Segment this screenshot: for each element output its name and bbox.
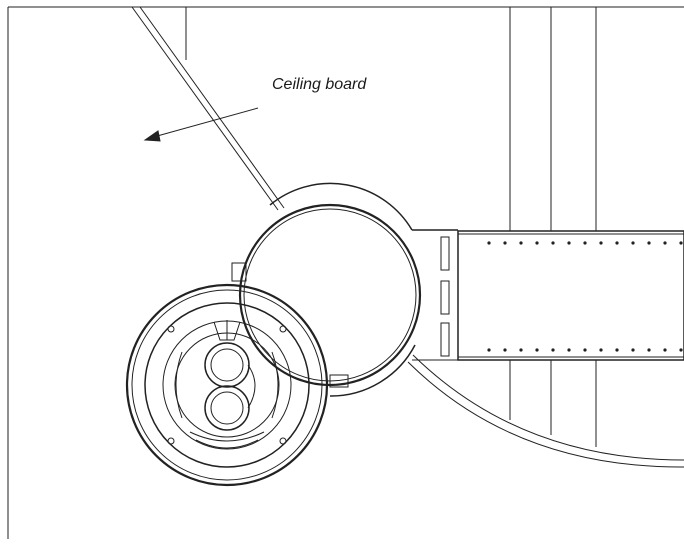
rail-hole: [503, 348, 507, 352]
rail-hole: [551, 348, 555, 352]
frame: [7, 6, 684, 539]
rail-hole: [663, 241, 667, 245]
rail-hole: [631, 241, 635, 245]
rail-hole: [599, 348, 603, 352]
pointer-arrow: [143, 107, 259, 142]
rail-hole: [663, 348, 667, 352]
rail-hole: [519, 348, 523, 352]
rail-hole: [679, 241, 683, 245]
rail-hole: [567, 348, 571, 352]
rail-hole: [567, 241, 571, 245]
rail-hole: [487, 241, 491, 245]
ceiling-joists: [185, 7, 597, 447]
rail-hole: [535, 241, 539, 245]
bracket-rail: [440, 230, 684, 361]
ceiling-board-label: Ceiling board: [272, 76, 367, 93]
rail-hole: [503, 241, 507, 245]
rail-holes: [487, 241, 683, 352]
rail-hole: [487, 348, 491, 352]
rail-hole: [519, 241, 523, 245]
lower-cable: [407, 354, 684, 468]
rail-hole: [647, 348, 651, 352]
rail-hole: [583, 348, 587, 352]
rail-hole: [679, 348, 683, 352]
rail-hole: [615, 241, 619, 245]
rail-hole: [647, 241, 651, 245]
speaker: [125, 283, 329, 487]
bracket-tabs: [231, 262, 349, 388]
rail-hole: [599, 241, 603, 245]
diagonal-cable: [131, 6, 285, 211]
rail-hole: [615, 348, 619, 352]
rail-hole: [551, 241, 555, 245]
rail-hole: [631, 348, 635, 352]
mounting-bracket: [238, 182, 458, 397]
rail-hole: [535, 348, 539, 352]
rail-hole: [583, 241, 587, 245]
